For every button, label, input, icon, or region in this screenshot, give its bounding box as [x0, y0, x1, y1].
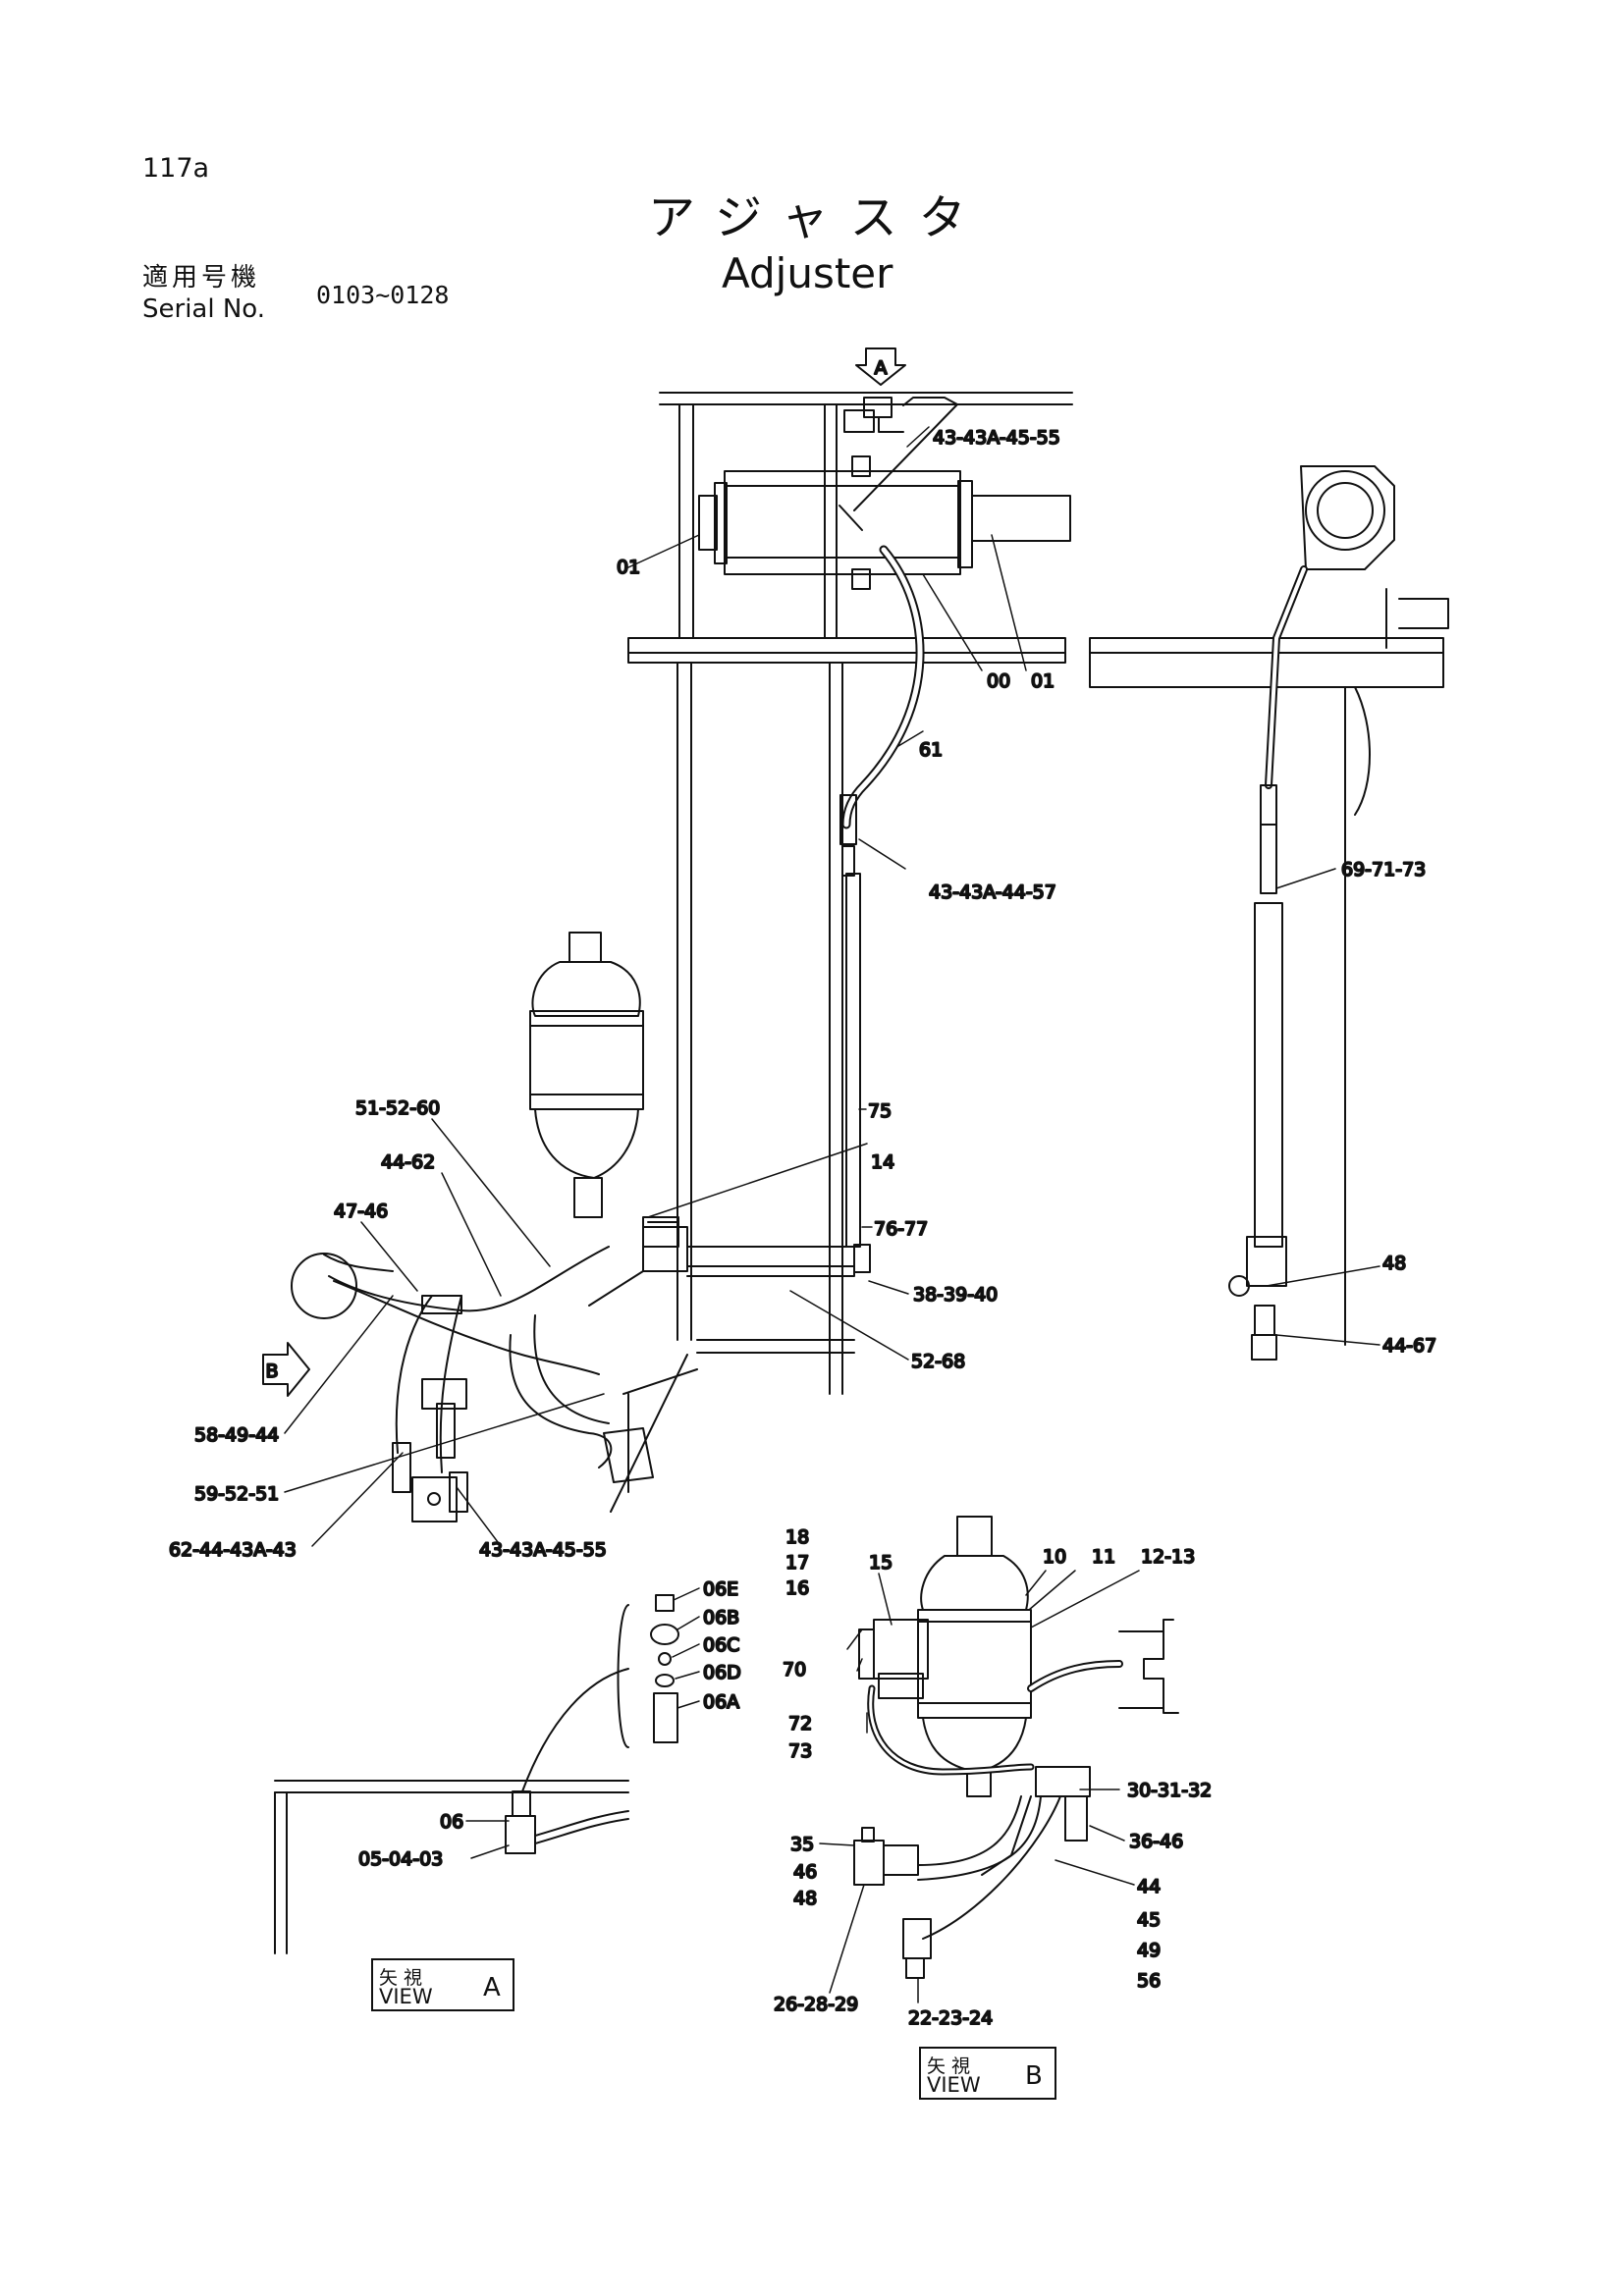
callout-47-46: 47-46: [334, 1201, 388, 1222]
callout-49-view-b: 49: [1137, 1940, 1161, 1961]
hoses-lower-left: [291, 1246, 654, 1522]
callout-05-04-03: 05-04-03: [358, 1848, 443, 1870]
accumulator-main: [529, 932, 688, 1307]
callout-36-46: 36-46: [1129, 1831, 1183, 1852]
callout-44-view-b: 44: [1137, 1876, 1161, 1897]
view-a-japanese: 矢視: [379, 1967, 429, 1989]
callout-52-68: 52-68: [911, 1351, 965, 1372]
title-japanese: アジャスタ: [648, 190, 988, 245]
serial-label-english: Serial No.: [142, 294, 265, 324]
leader-lines: [284, 426, 1380, 2003]
view-a-letter: A: [483, 1973, 501, 2002]
main-frame-structure: [610, 392, 1073, 1513]
callout-58-49-44: 58-49-44: [194, 1424, 279, 1446]
callout-10: 10: [1043, 1546, 1066, 1568]
callout-18: 18: [785, 1526, 809, 1548]
callout-73: 73: [788, 1740, 812, 1762]
view-b-japanese: 矢視: [927, 2056, 977, 2077]
callout-15: 15: [869, 1552, 893, 1574]
callout-43-43a-45-55-bottom: 43-43A-45-55: [479, 1539, 607, 1561]
callout-51-52-60: 51-52-60: [355, 1097, 440, 1119]
callout-06c: 06C: [703, 1634, 739, 1656]
callout-44-62: 44-62: [381, 1151, 435, 1173]
serial-range: 0103~0128: [316, 281, 450, 309]
callout-06a: 06A: [703, 1691, 739, 1713]
callout-00: 00: [987, 670, 1010, 692]
callout-43-43a-44-57: 43-43A-44-57: [929, 881, 1056, 903]
callout-22-23-24: 22-23-24: [908, 2007, 993, 2029]
callout-26-28-29: 26-28-29: [774, 1994, 858, 2015]
callout-14: 14: [871, 1151, 894, 1173]
callout-61: 61: [919, 739, 943, 761]
callout-17: 17: [785, 1552, 809, 1574]
callout-06e: 06E: [703, 1578, 738, 1600]
callout-76-77: 76-77: [874, 1218, 928, 1240]
view-a-label-box: 矢視 VIEW A: [371, 1958, 514, 2011]
callout-16: 16: [785, 1577, 809, 1599]
callout-01-right: 01: [1031, 670, 1055, 692]
callout-30-31-32: 30-31-32: [1127, 1780, 1212, 1801]
view-b-label-box: 矢視 VIEW B: [919, 2047, 1056, 2100]
view-b-letter: B: [1025, 2061, 1043, 2091]
title-english: Adjuster: [722, 249, 893, 297]
callout-45-view-b: 45: [1137, 1909, 1161, 1931]
hose-upper: [839, 397, 958, 877]
callout-01-left: 01: [617, 557, 640, 578]
callout-43-43a-45-55-top: 43-43A-45-55: [933, 427, 1060, 449]
callout-70: 70: [783, 1659, 806, 1681]
view-a-detail: [274, 1594, 679, 1954]
callout-72: 72: [788, 1713, 812, 1735]
adjuster-cylinder-top: [698, 397, 1071, 590]
callout-48-view-b: 48: [793, 1888, 817, 1909]
callout-48-right-view: 48: [1382, 1253, 1406, 1274]
view-b-detail: [853, 1516, 1179, 1979]
callout-11: 11: [1092, 1546, 1115, 1568]
view-a-arrow-label: A: [875, 357, 888, 379]
callout-56-view-b: 56: [1137, 1970, 1161, 1992]
callout-69-71-73: 69-71-73: [1341, 859, 1426, 881]
callout-06d: 06D: [703, 1662, 741, 1683]
vertical-rod: [845, 873, 871, 1273]
view-arrow-b: [262, 1342, 310, 1397]
callout-59-52-51: 59-52-51: [194, 1483, 279, 1505]
view-b-english: VIEW: [927, 2073, 981, 2097]
callout-75: 75: [868, 1100, 892, 1122]
view-b-arrow-label: B: [265, 1361, 278, 1382]
callout-38-39-40: 38-39-40: [913, 1284, 998, 1306]
page-number: 117a: [142, 153, 210, 184]
callout-46-view-b: 46: [793, 1861, 817, 1883]
view-a-english: VIEW: [379, 1985, 433, 2008]
callout-12-13: 12-13: [1141, 1546, 1195, 1568]
callout-62-44-43a-43: 62-44-43A-43: [169, 1539, 297, 1561]
serial-label-japanese: 適用号機: [142, 263, 261, 293]
view-arrow-a: [855, 347, 906, 386]
callout-06b: 06B: [703, 1607, 739, 1629]
right-side-view: [1089, 465, 1449, 1361]
callout-44-67: 44-67: [1382, 1335, 1436, 1357]
callout-35: 35: [790, 1834, 814, 1855]
callout-06: 06: [440, 1811, 463, 1833]
